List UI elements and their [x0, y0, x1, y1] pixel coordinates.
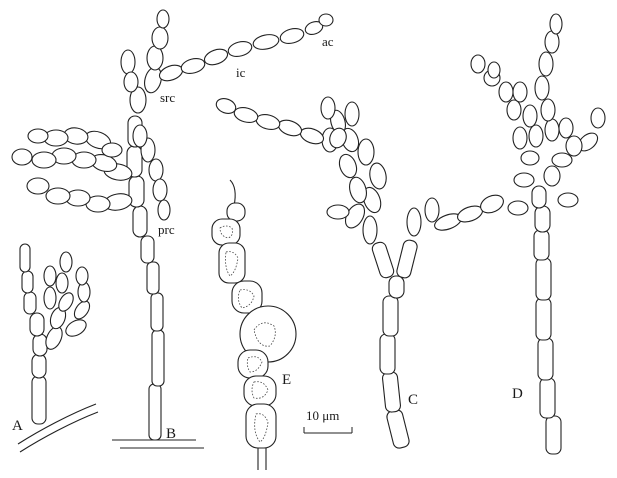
scale-bar: 10 μm [304, 408, 352, 433]
panel-d-conidiophore [471, 14, 605, 454]
panel-a-conidiophore [18, 244, 98, 452]
label-ac: ac [322, 34, 334, 49]
scale-bar-label: 10 μm [306, 408, 339, 423]
panel-e-conidiophore [212, 180, 296, 470]
panel-label-c: C [408, 392, 418, 408]
panel-label-d: D [512, 386, 523, 402]
panel-label-e: E [282, 372, 291, 388]
label-src: src [160, 90, 175, 105]
panel-label-a: A [12, 418, 23, 434]
label-ic: ic [236, 65, 246, 80]
label-prc: prc [158, 222, 175, 237]
panel-label-b: B [166, 426, 176, 442]
